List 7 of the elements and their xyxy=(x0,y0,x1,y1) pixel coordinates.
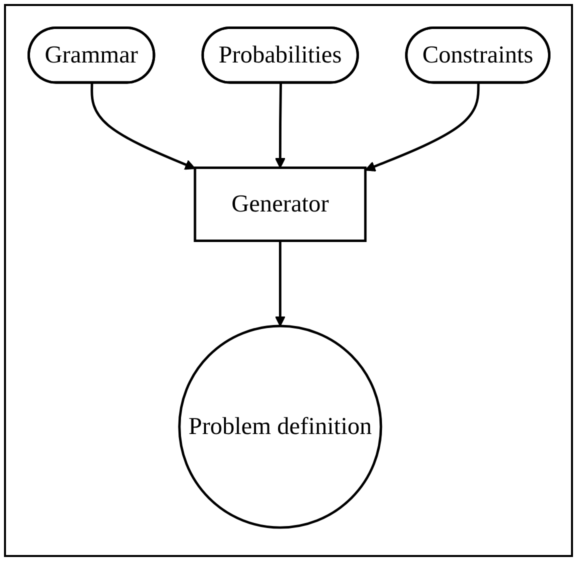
arrow xyxy=(364,83,480,172)
node-circle xyxy=(178,325,382,530)
diagram-frame: Grammar Probabilities Constraints Generator Problem definition xyxy=(4,4,573,557)
node-box xyxy=(193,166,366,242)
arrow xyxy=(274,83,286,169)
arrow xyxy=(274,241,286,327)
arrow xyxy=(90,83,195,170)
